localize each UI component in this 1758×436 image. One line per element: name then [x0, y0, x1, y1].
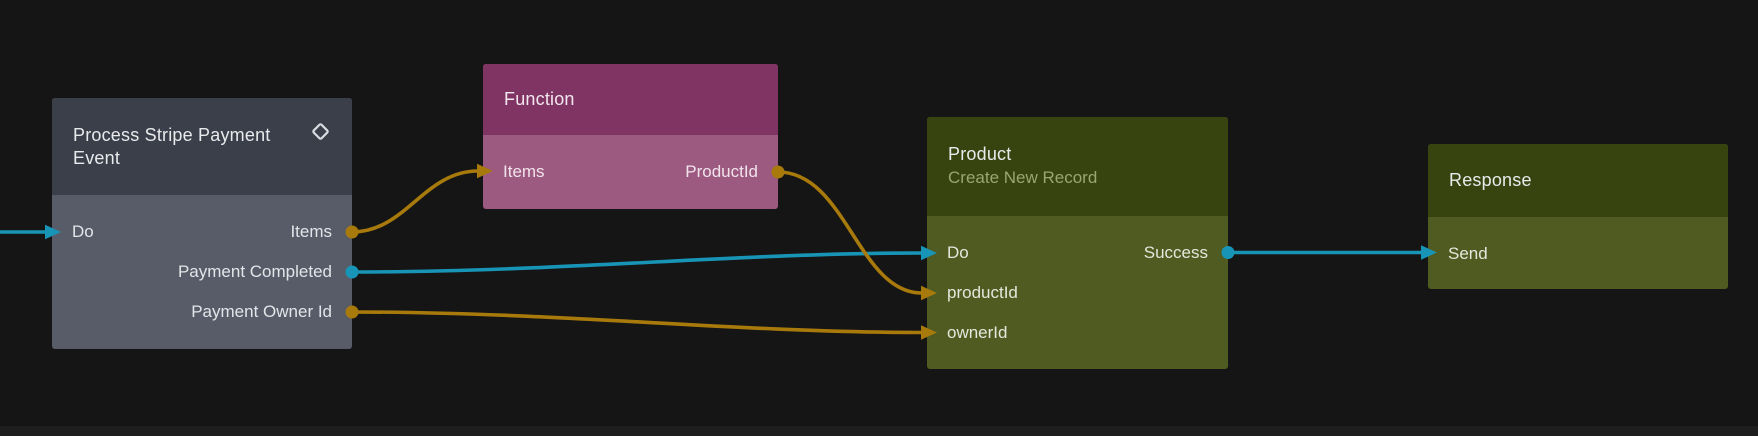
port-row: Do Items — [52, 212, 352, 252]
node-title: Product — [948, 144, 1012, 164]
node-function[interactable]: Function Items ProductId — [483, 64, 778, 209]
node-header: Process Stripe Payment Event — [52, 98, 352, 195]
wire-payment-owner-id-to-ownerid[interactable] — [350, 310, 924, 335]
node-body: Do Success productId ownerId — [927, 216, 1228, 353]
port-label-productid: ProductId — [685, 162, 758, 181]
canvas-bottom-strip — [0, 426, 1758, 436]
port-label-do: Do — [72, 222, 94, 241]
node-body: Do Items Payment Completed Payment Owner… — [52, 195, 352, 332]
node-response[interactable]: Response Send — [1428, 144, 1728, 289]
port-label-success: Success — [1143, 243, 1208, 262]
node-subtitle: Create New Record — [948, 168, 1098, 187]
port-row: ownerId — [927, 313, 1228, 353]
node-header: Response — [1428, 144, 1728, 217]
node-title: Function — [504, 89, 575, 109]
node-header: Function — [483, 64, 778, 135]
node-process-stripe-payment-event[interactable]: Process Stripe Payment Event Do Items Pa… — [52, 98, 352, 349]
port-label-productid: productId — [947, 283, 1018, 302]
node-product-create-new-record[interactable]: Product Create New Record Do Success pro… — [927, 117, 1228, 369]
port-row: Send — [1428, 234, 1728, 274]
node-body: Send — [1428, 217, 1728, 274]
node-header: Product Create New Record — [927, 117, 1228, 216]
diamond-icon — [312, 123, 329, 140]
port-row: Items ProductId — [483, 152, 778, 192]
wire-payment-completed-to-product-do[interactable] — [350, 251, 924, 274]
port-row: Payment Completed — [52, 252, 352, 292]
port-label-items: Items — [503, 162, 545, 181]
port-row: productId — [927, 273, 1228, 313]
port-row: Do Success — [927, 233, 1228, 273]
diamond-shape — [312, 123, 329, 140]
port-label-do: Do — [947, 243, 969, 262]
port-label-payment-completed: Payment Completed — [177, 262, 332, 281]
wire-items-to-function-items[interactable] — [350, 169, 480, 234]
port-label-ownerid: ownerId — [947, 323, 1008, 342]
node-title: Process Stripe Payment Event — [73, 124, 271, 168]
node-title: Response — [1449, 170, 1532, 190]
port-label-items: Items — [290, 222, 332, 241]
port-row: Payment Owner Id — [52, 292, 352, 332]
port-label-send: Send — [1448, 244, 1488, 263]
port-label-payment-owner-id: Payment Owner Id — [191, 302, 332, 321]
wire-productid-to-product-productid[interactable] — [776, 170, 924, 295]
node-body: Items ProductId — [483, 135, 778, 192]
